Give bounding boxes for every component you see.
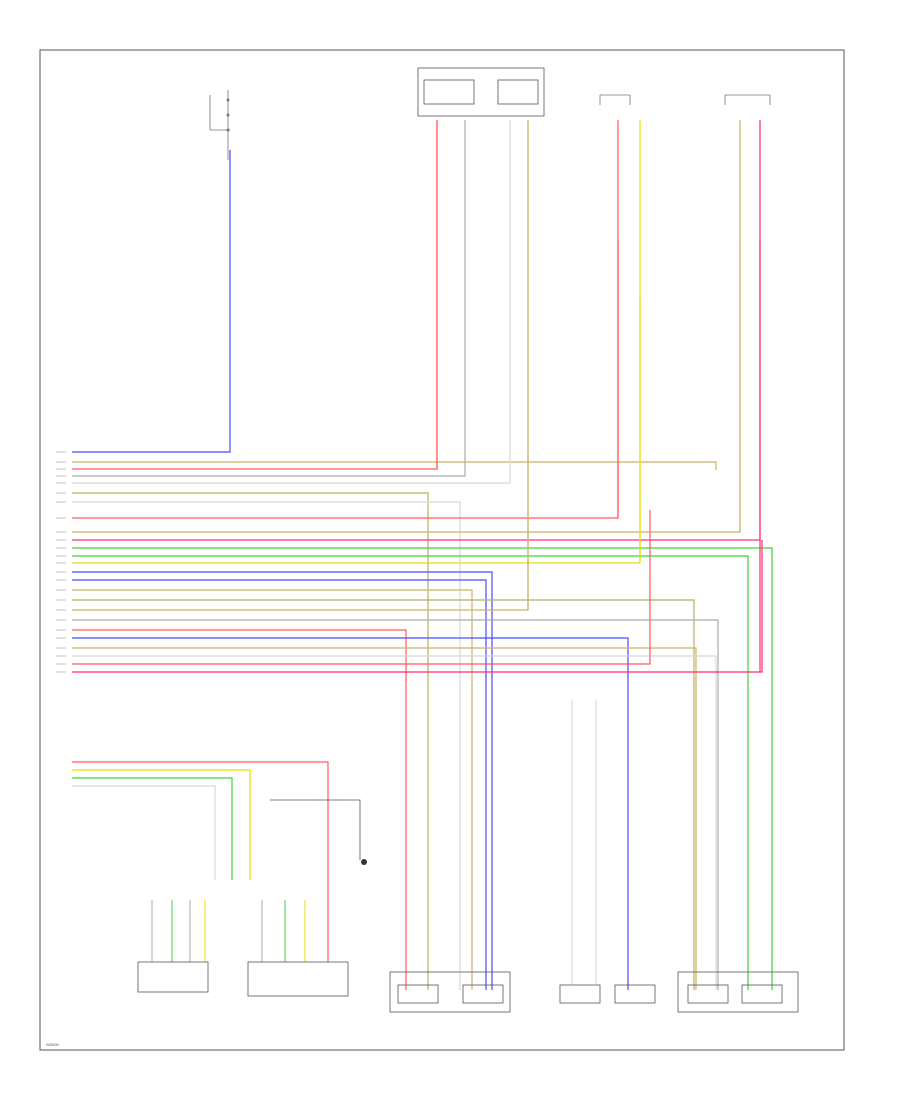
- speakers: [389, 971, 799, 1013]
- right-speaker-group: [677, 971, 799, 1013]
- aux-connector-box: [137, 961, 209, 993]
- left-speaker-group: [389, 971, 511, 1013]
- connector-pin-labels: [56, 451, 66, 673]
- left-rear-speaker: [559, 984, 601, 1004]
- harness-wire: [72, 547, 773, 990]
- harness-wire: [72, 120, 511, 484]
- harness-wire: [72, 589, 473, 990]
- diagram-frame: [39, 49, 845, 1051]
- harness-wire: [72, 555, 749, 990]
- left-sensor-connector: [599, 94, 631, 105]
- right-woofer: [687, 984, 729, 1004]
- harness-wire: [72, 510, 651, 665]
- left-tweeter: [462, 984, 504, 1004]
- harness-wire: [72, 647, 697, 990]
- harness-wire: [72, 461, 717, 470]
- harness-wire: [72, 637, 629, 990]
- usb-module-box: [247, 961, 349, 997]
- harness-wire: [72, 629, 407, 990]
- aux-wire: [72, 777, 233, 880]
- right-rear-speaker: [614, 984, 656, 1004]
- harness-wire: [72, 619, 719, 990]
- harness-wire: [72, 492, 429, 990]
- harness-wire: [72, 300, 641, 564]
- page-code: W0000: [46, 1042, 59, 1047]
- top-components: [209, 67, 771, 160]
- ground-point: [361, 859, 367, 865]
- right-tweeter: [741, 984, 783, 1004]
- harness-wire: [72, 571, 493, 990]
- fuse-block: [209, 90, 230, 160]
- wire-layer: [72, 120, 773, 990]
- aux-wire: [72, 785, 216, 880]
- harness-wire: [72, 540, 763, 673]
- harness-wire: [72, 501, 461, 990]
- bottom-left-components: [137, 859, 367, 997]
- harness-wire: [72, 150, 231, 453]
- harness-wire: [72, 120, 438, 470]
- harness-wire: [72, 120, 466, 477]
- harness-wire: [72, 599, 695, 990]
- harness-wire: [72, 579, 487, 990]
- harness-wire: [72, 240, 761, 541]
- harness-wire: [72, 655, 717, 990]
- left-woofer: [397, 984, 439, 1004]
- aux-wire: [72, 769, 251, 880]
- aux-wire: [72, 761, 329, 960]
- control-module: [417, 67, 545, 117]
- ground-wire: [270, 799, 361, 860]
- right-sensor-connector: [724, 94, 771, 105]
